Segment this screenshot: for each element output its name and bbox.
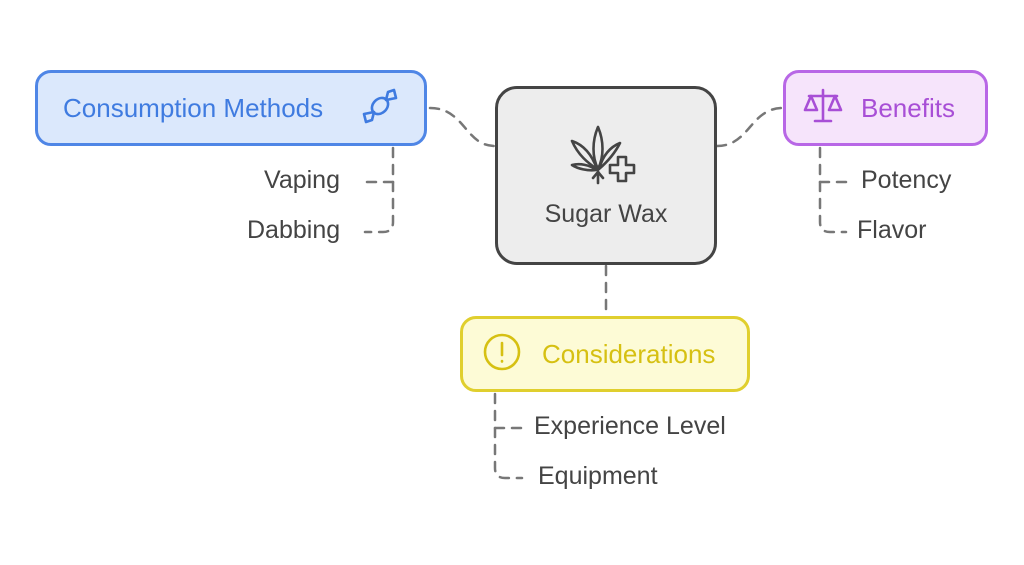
connector-center-benefits	[715, 106, 785, 148]
considerations-label: Considerations	[542, 338, 716, 369]
exclamation-circle-icon	[482, 332, 522, 377]
center-label: Sugar Wax	[544, 199, 668, 228]
leaf-dabbing: Dabbing	[247, 216, 341, 244]
leaf-potency: Potency	[861, 166, 952, 194]
consumption-methods-node[interactable]: Consumption Methods	[35, 70, 427, 146]
connector-considerations-equipment	[493, 426, 524, 480]
connector-considerations-experience	[493, 392, 524, 430]
connector-benefits-potency	[818, 146, 850, 184]
benefits-label: Benefits	[861, 92, 955, 123]
leaf-experience-level: Experience Level	[534, 412, 726, 440]
cannabis-leaf-plus-icon	[568, 123, 644, 192]
balance-scale-icon	[803, 86, 843, 131]
leaf-vaping: Vaping	[264, 166, 340, 194]
connector-consumption-dabbing	[363, 180, 395, 234]
considerations-node[interactable]: Considerations	[460, 316, 750, 392]
connector-benefits-flavor	[818, 180, 848, 234]
leaf-flavor: Flavor	[857, 216, 927, 244]
candy-icon	[358, 84, 402, 133]
leaf-equipment: Equipment	[538, 462, 658, 490]
connector-consumption-vaping	[363, 146, 395, 184]
center-node[interactable]: Sugar Wax	[495, 86, 717, 265]
benefits-node[interactable]: Benefits	[783, 70, 988, 146]
consumption-methods-label: Consumption Methods	[63, 92, 324, 123]
connector-center-consumption	[428, 106, 497, 148]
